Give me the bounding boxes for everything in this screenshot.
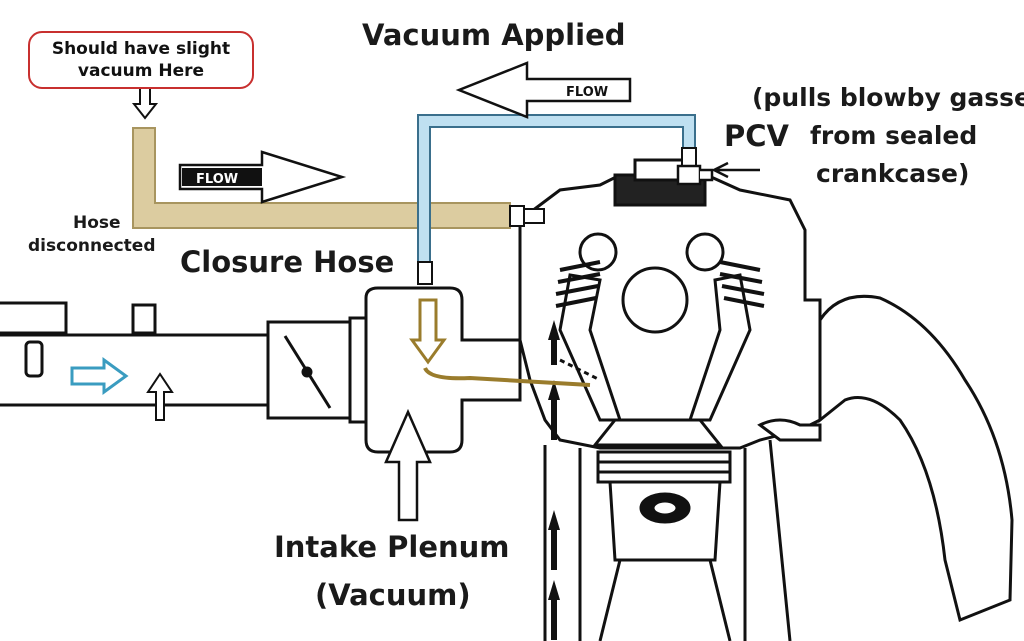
up-arrow-plenum	[384, 408, 432, 522]
vacuum-callout: Should have slight vacuum Here	[28, 31, 254, 89]
pcv-note-line-1: (pulls blowby gasses	[752, 83, 1024, 112]
hose-label-line-2: disconnected	[28, 236, 156, 256]
closure-hose-label: Closure Hose	[180, 245, 395, 279]
pcv-valve	[676, 161, 760, 186]
engine-head	[518, 158, 822, 450]
pcv-note-line-2: from sealed	[810, 121, 978, 150]
flow-arrow-top: FLOW	[455, 61, 632, 119]
pcv-hose[interactable]	[417, 114, 697, 285]
pcv-note-line-3: crankcase)	[816, 159, 970, 188]
throttle-body	[266, 316, 368, 424]
flow-label-middle: FLOW	[196, 172, 238, 187]
intake-airflow-arrow	[70, 357, 129, 395]
intake-plenum-label: Intake Plenum	[274, 530, 510, 564]
hose-label-line-1: Hose	[73, 213, 121, 233]
diagram-title: Vacuum Applied	[362, 18, 626, 52]
pcv-label: PCV	[724, 119, 789, 153]
up-arrow-small	[146, 372, 174, 421]
blowby-arrows	[548, 320, 601, 640]
flow-label-top: FLOW	[566, 85, 608, 100]
closure-hose[interactable]	[132, 127, 545, 229]
callout-line-2: vacuum Here	[77, 61, 205, 81]
exhaust-manifold	[757, 294, 1014, 623]
flow-path	[409, 298, 591, 387]
cylinder-block	[543, 439, 792, 641]
callout-pointer-arrow	[131, 85, 159, 120]
intake-vacuum-label: (Vacuum)	[315, 578, 471, 612]
intake-tube	[0, 301, 270, 407]
intake-plenum	[364, 286, 522, 454]
callout-line-1: Should have slight	[51, 39, 231, 59]
flow-arrow-middle: FLOW	[178, 150, 347, 204]
